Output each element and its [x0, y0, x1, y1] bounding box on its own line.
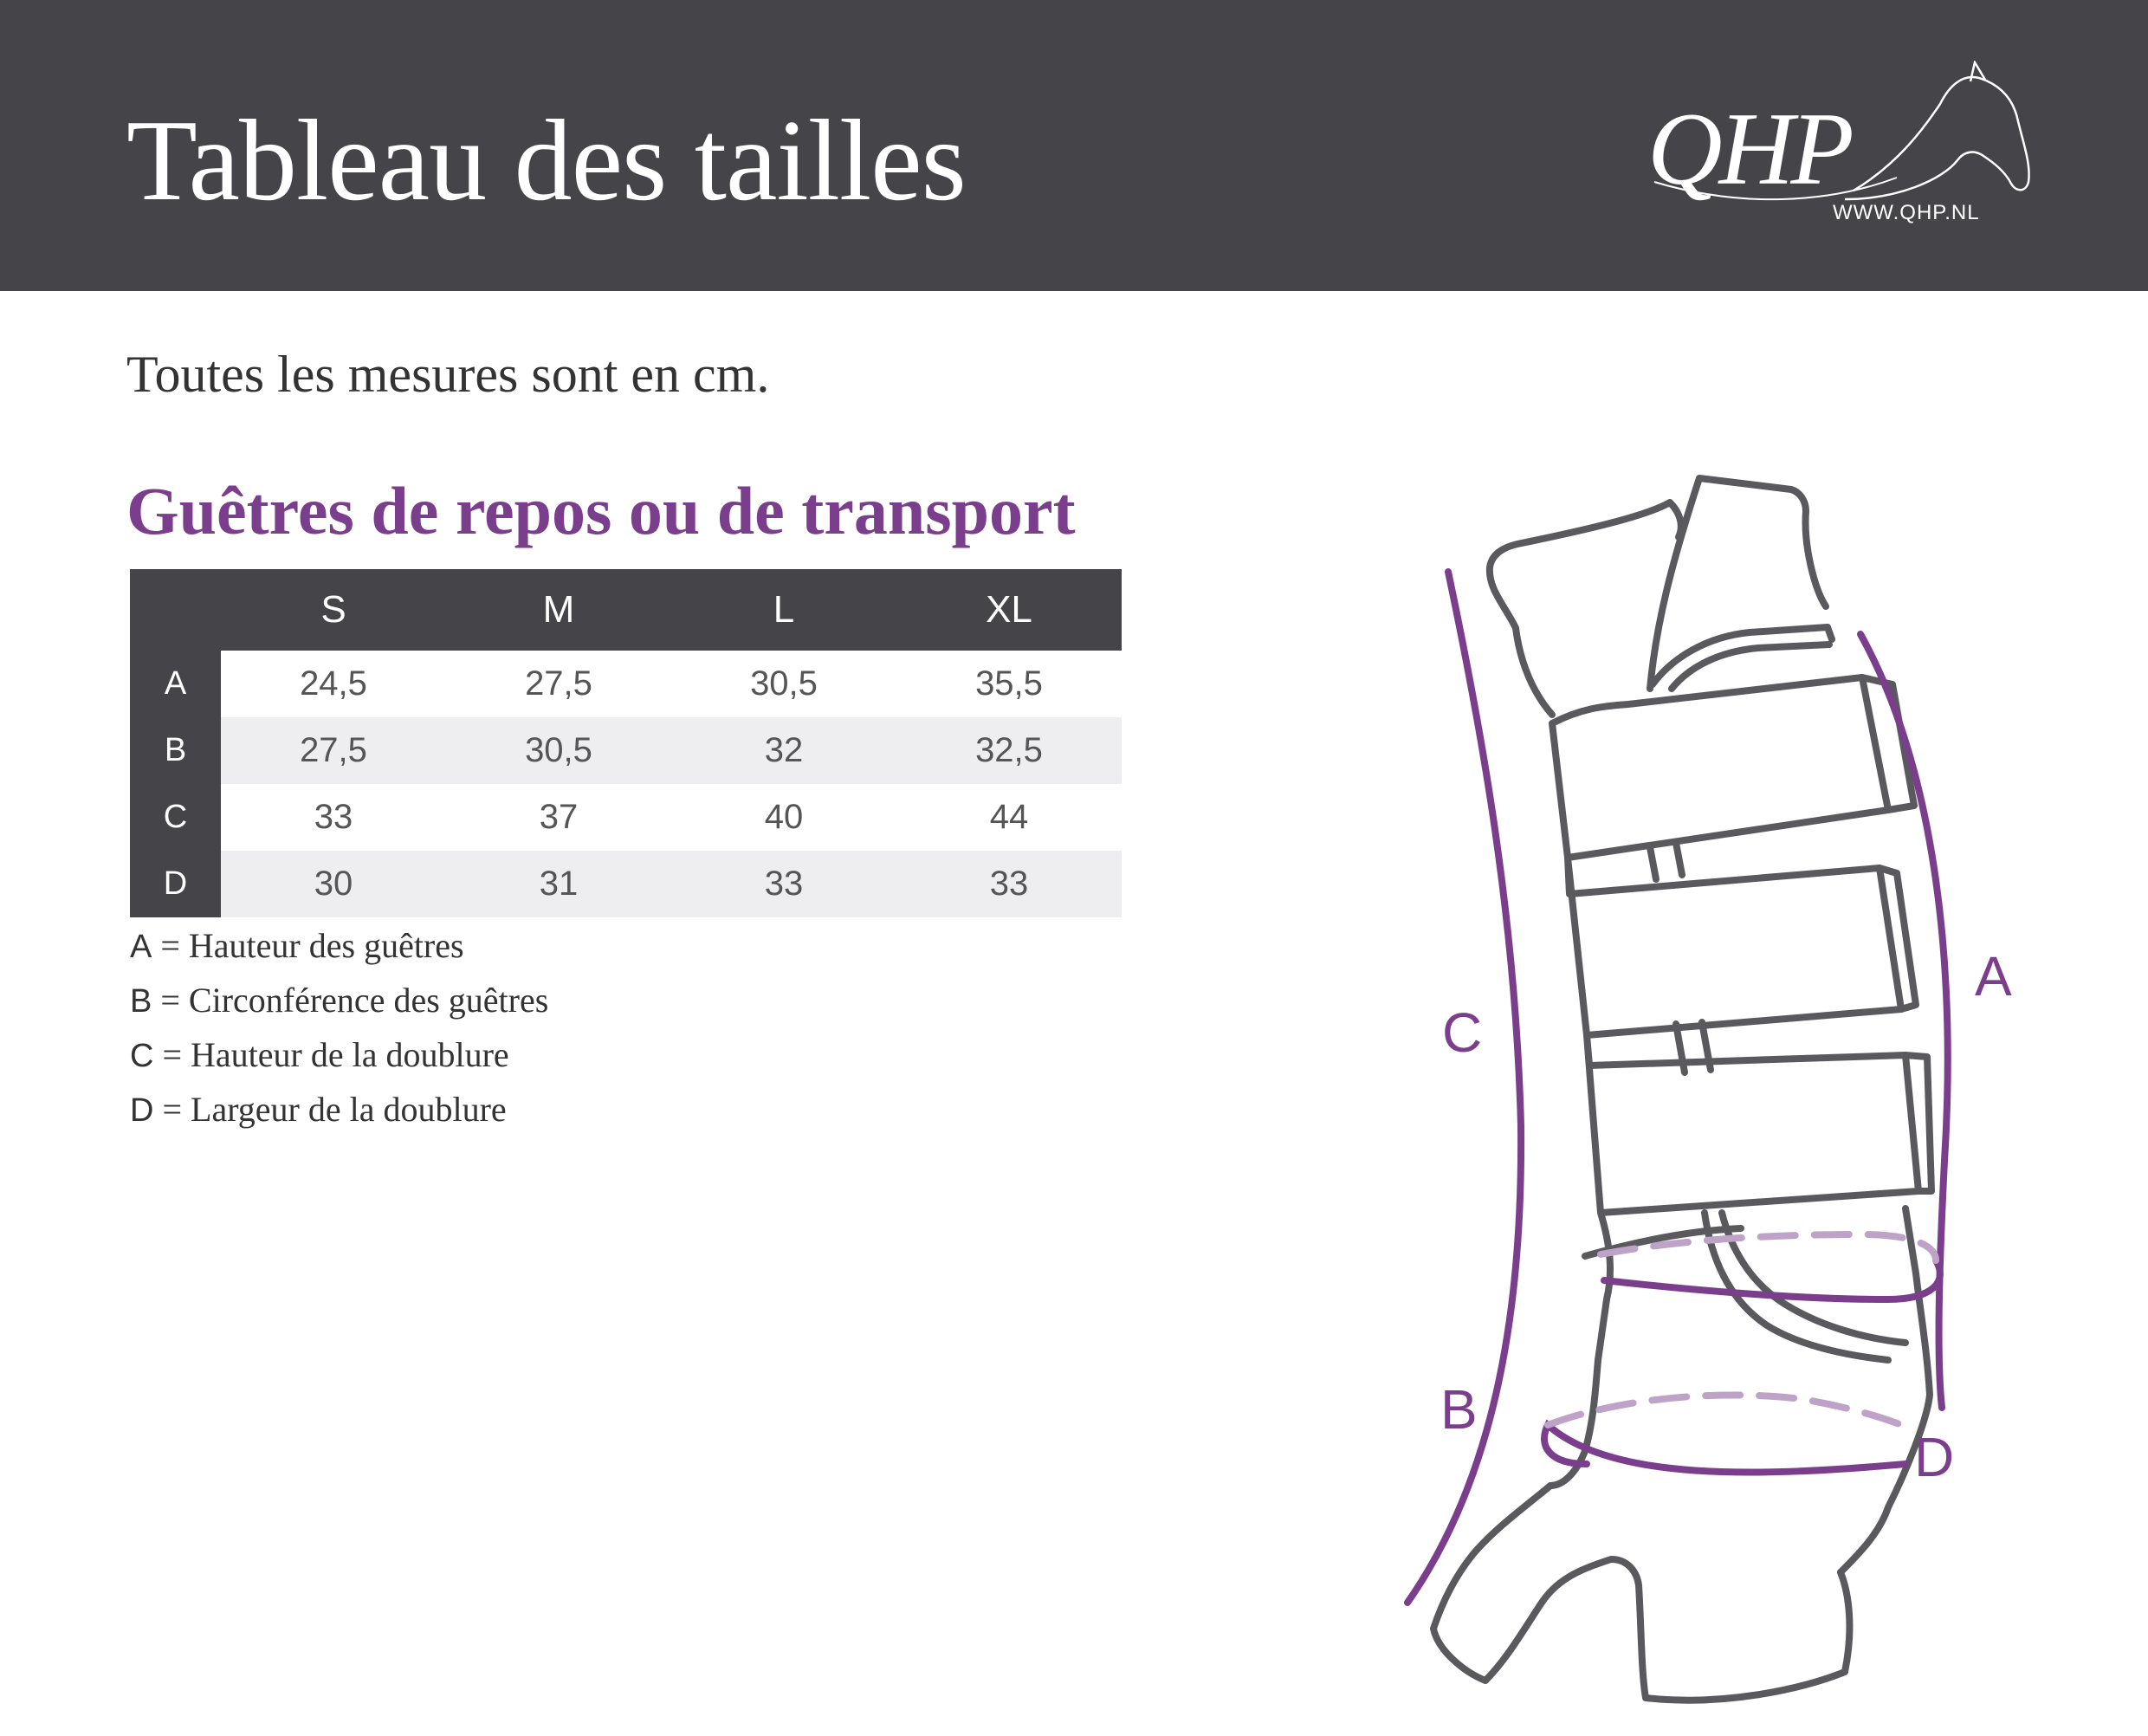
horse-head-icon [1653, 61, 2030, 201]
diagram-label-d: D [1914, 1426, 1955, 1488]
table-cell: 33 [221, 784, 446, 851]
legend-key: B [130, 983, 152, 1020]
legend-text: = Circonférence des guêtres [160, 981, 549, 1020]
table-row: D 30 31 33 33 [130, 851, 1122, 917]
boot-diagram: A B C D [1368, 450, 2044, 1715]
legend-item: B = Circonférence des guêtres [130, 980, 548, 1034]
units-note: Toutes les mesures sont en cm. [126, 346, 770, 403]
measurement-legend: A = Hauteur des guêtres B = Circonférenc… [130, 925, 548, 1143]
table-cell: 27,5 [446, 651, 671, 717]
column-header: XL [896, 569, 1122, 651]
table-cell: 31 [446, 851, 671, 917]
table-cell: 30,5 [446, 717, 671, 784]
diagram-label-b: B [1440, 1378, 1478, 1441]
table-cell: 33 [671, 851, 896, 917]
legend-item: D = Largeur de la doublure [130, 1089, 548, 1143]
page-title: Tableau des tailles [126, 96, 967, 224]
table-row: B 27,5 30,5 32 32,5 [130, 717, 1122, 784]
table-cell: 30 [221, 851, 446, 917]
measure-line-d [1541, 1419, 1909, 1476]
legend-item: A = Hauteur des guêtres [130, 925, 548, 980]
table-cell: 44 [896, 784, 1122, 851]
table-cell: 37 [446, 784, 671, 851]
table-cell: 27,5 [221, 717, 446, 784]
table-row: C 33 37 40 44 [130, 784, 1122, 851]
qhp-logo[interactable]: QHP WWW.QHP.NL [1637, 61, 2035, 234]
table-row: A 24,5 27,5 30,5 35,5 [130, 651, 1122, 717]
logo-wordmark: QHP [1647, 91, 1854, 206]
column-header: S [221, 569, 446, 651]
logo-url: WWW.QHP.NL [1833, 201, 1980, 224]
legend-key: D [130, 1092, 154, 1129]
row-label: A [130, 651, 221, 717]
diagram-label-a: A [1975, 945, 2012, 1007]
table-cell: 35,5 [896, 651, 1122, 717]
legend-item: C = Hauteur de la doublure [130, 1034, 548, 1089]
legend-text: = Largeur de la doublure [162, 1090, 507, 1129]
section-title: Guêtres de repos ou de transport [126, 473, 1076, 548]
table-cell: 24,5 [221, 651, 446, 717]
legend-text: = Hauteur de la doublure [162, 1035, 509, 1074]
table-cell: 40 [671, 784, 896, 851]
row-label: C [130, 784, 221, 851]
column-header: L [671, 569, 896, 651]
row-label: B [130, 717, 221, 784]
legend-key: C [130, 1038, 154, 1074]
table-cell: 30,5 [671, 651, 896, 717]
measure-line-c [1404, 568, 1525, 1606]
measure-line-b [1601, 1257, 1944, 1304]
measure-line-a [1857, 631, 1951, 1411]
header-corner-cell [130, 569, 221, 651]
size-table: S M L XL A 24,5 27,5 30,5 35,5 B 27,5 30… [130, 569, 1122, 917]
header-bar: Tableau des tailles QHP WWW.QHP.NL [0, 0, 2148, 291]
transport-boot-illustration [1404, 475, 1951, 1704]
column-header: M [446, 569, 671, 651]
row-label: D [130, 851, 221, 917]
legend-text: = Hauteur des guêtres [160, 926, 464, 965]
diagram-label-c: C [1442, 1001, 1483, 1064]
table-header-row: S M L XL [130, 569, 1122, 651]
legend-key: A [130, 929, 152, 965]
table-cell: 32 [671, 717, 896, 784]
table-cell: 33 [896, 851, 1122, 917]
table-cell: 32,5 [896, 717, 1122, 784]
